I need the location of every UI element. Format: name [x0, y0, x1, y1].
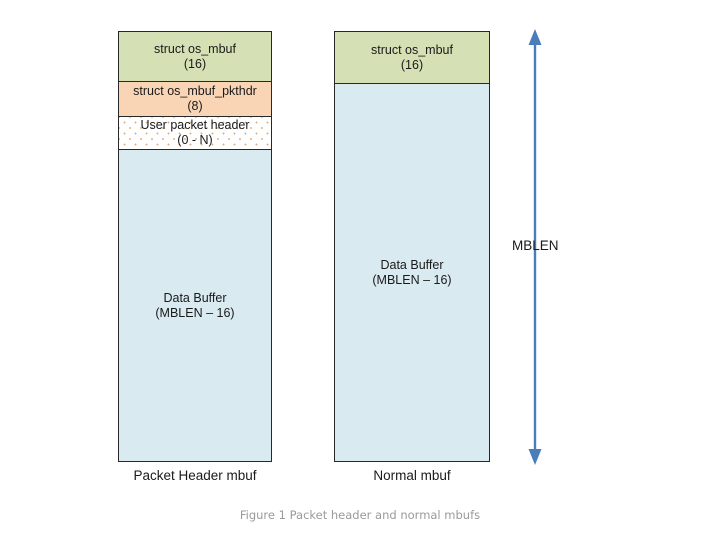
segment-os-mbuf-pkthdr: struct os_mbuf_pkthdr (8) — [118, 82, 272, 117]
segment-os-mbuf-label: struct os_mbuf (16) — [371, 42, 453, 72]
normal-mbuf-caption: Normal mbuf — [373, 468, 451, 483]
packet-header-mbuf-caption: Packet Header mbuf — [133, 468, 257, 483]
segment-os-mbuf-label: struct os_mbuf (16) — [154, 41, 236, 71]
segment-user-packet-header-label: User packet header (0 - N) — [140, 118, 250, 147]
segment-user-packet-header: User packet header (0 - N) — [118, 117, 272, 150]
segment-os-mbuf: struct os_mbuf (16) — [334, 31, 490, 84]
figure-caption: Figure 1 Packet header and normal mbufs — [239, 508, 481, 522]
segment-data-buffer-label: Data Buffer (MBLEN – 16) — [372, 257, 452, 287]
segment-data-buffer: Data Buffer (MBLEN – 16) — [118, 150, 272, 462]
mblen-label: MBLEN — [512, 238, 559, 253]
mblen-measure-arrow — [528, 29, 542, 465]
segment-data-buffer: Data Buffer (MBLEN – 16) — [334, 84, 490, 462]
segment-os-mbuf: struct os_mbuf (16) — [118, 31, 272, 82]
segment-data-buffer-label: Data Buffer (MBLEN – 16) — [155, 290, 235, 320]
normal-mbuf-column: struct os_mbuf (16) Data Buffer (MBLEN –… — [334, 31, 490, 462]
segment-os-mbuf-pkthdr-label: struct os_mbuf_pkthdr (8) — [133, 84, 257, 113]
packet-header-mbuf-column: struct os_mbuf (16) struct os_mbuf_pkthd… — [118, 31, 272, 462]
